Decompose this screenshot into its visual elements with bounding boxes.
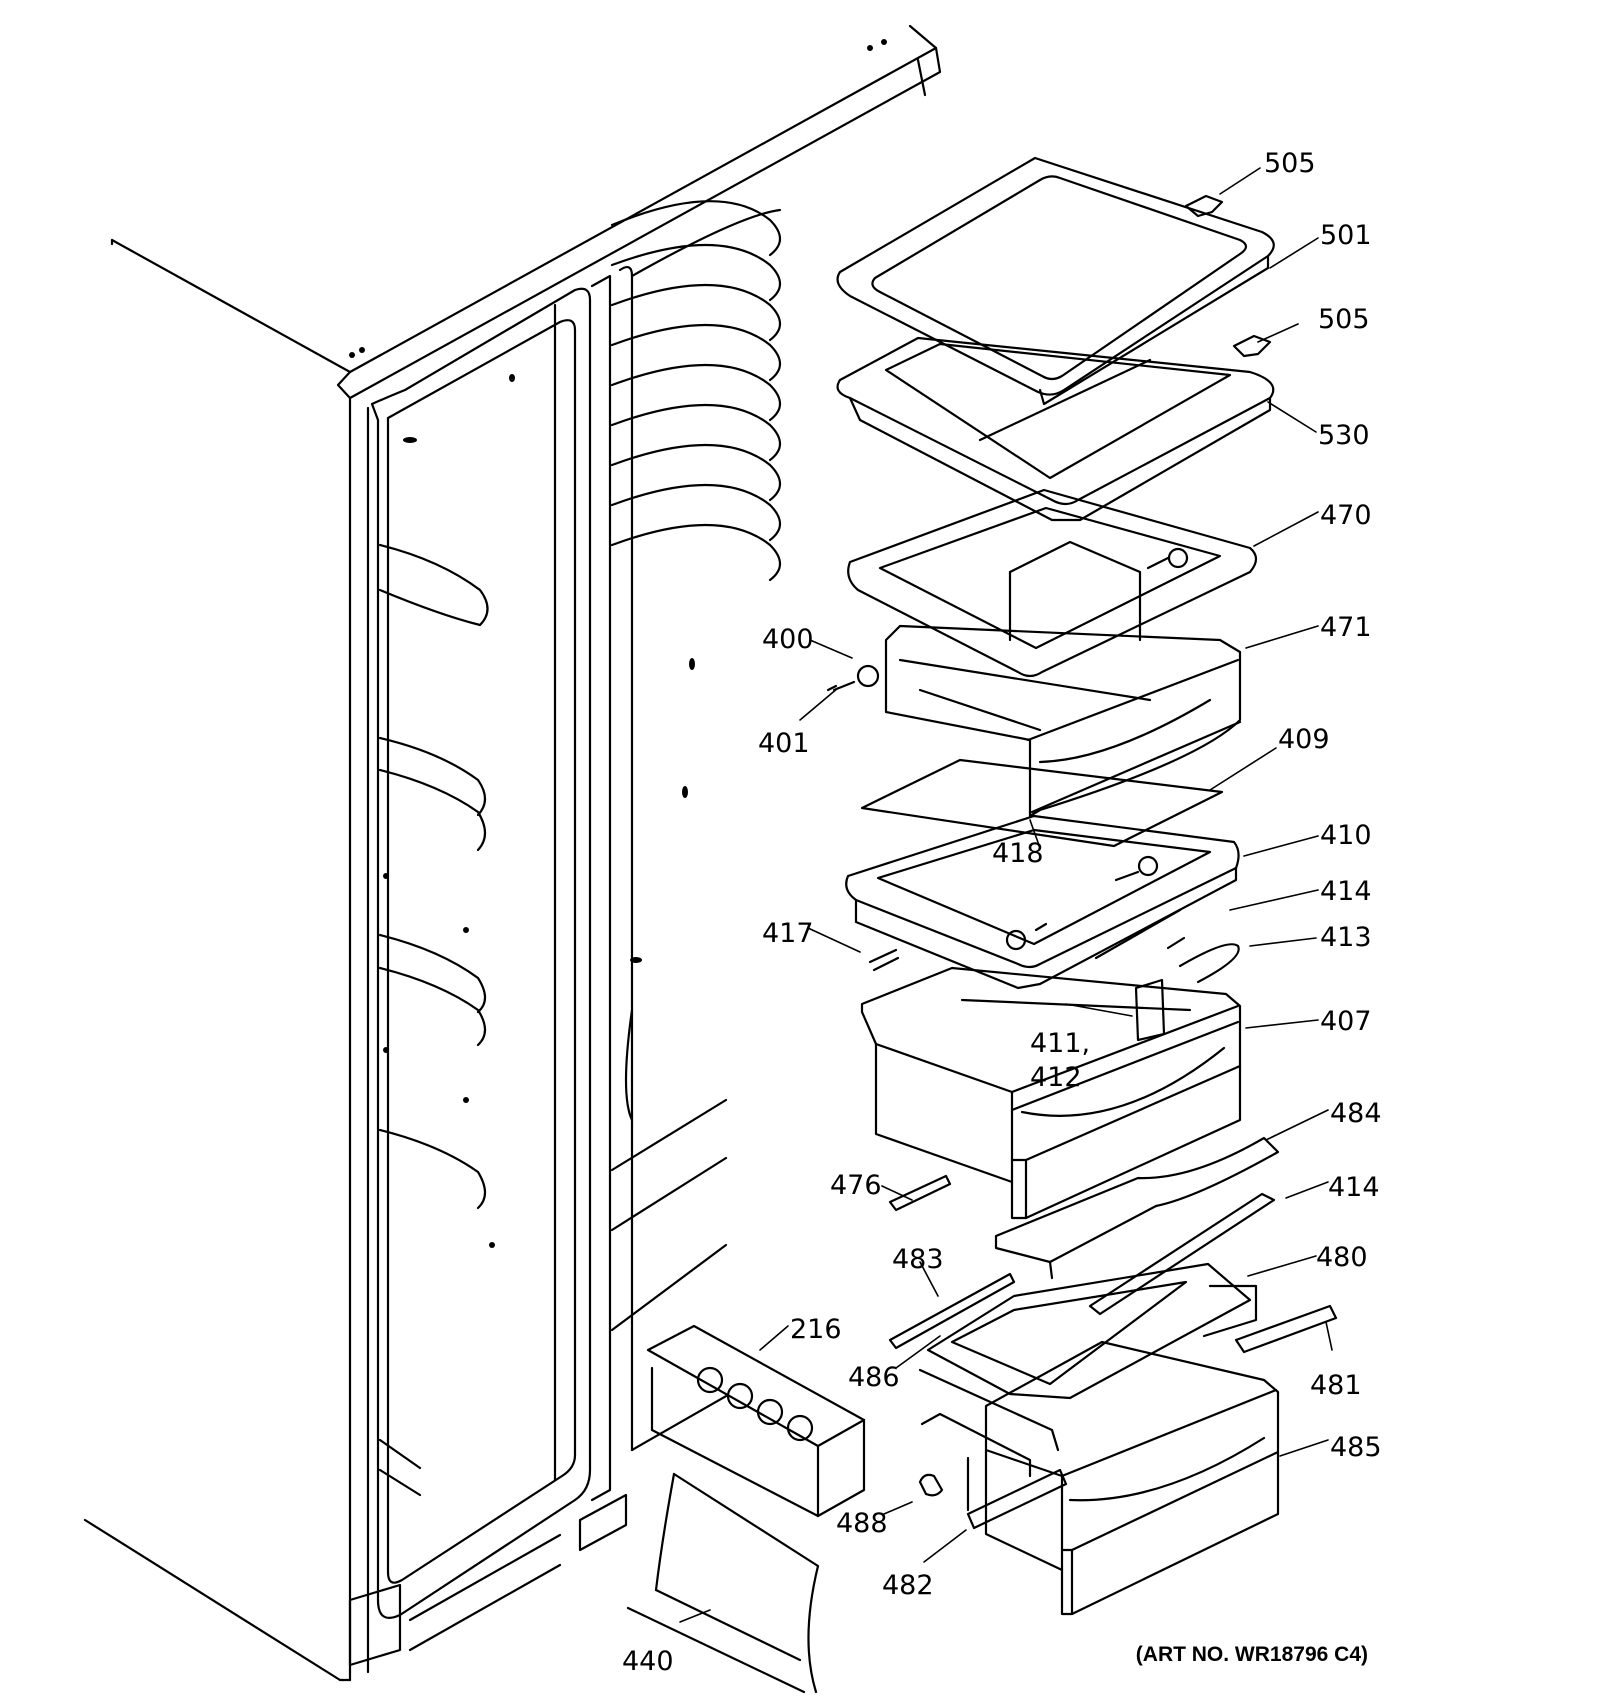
crisper-cover-frame-470 — [847, 488, 1258, 678]
cabinet-holes — [349, 39, 887, 1248]
part-label-400: 400 — [762, 624, 814, 655]
pan-support-frame-410 — [845, 814, 1240, 990]
roller-481 — [1234, 1304, 1338, 1354]
part-label-216: 216 — [790, 1314, 842, 1345]
rail-483 — [888, 1272, 1016, 1350]
roller-400 — [856, 664, 880, 688]
shelf-clip-505-middle — [1232, 334, 1272, 358]
part-label-410: 410 — [1320, 820, 1372, 851]
part-label-407: 407 — [1320, 1006, 1372, 1037]
part-label-505-top: 505 — [1264, 148, 1316, 179]
leader-lines — [679, 167, 1333, 1623]
part-label-471: 471 — [1320, 612, 1372, 643]
refrigerator-cabinet — [83, 24, 942, 1682]
part-label-417: 417 — [762, 918, 814, 949]
humidity-control-411-412 — [1134, 978, 1166, 1042]
part-label-505-middle: 505 — [1318, 304, 1370, 335]
part-label-488: 488 — [836, 1508, 888, 1539]
glass-shelf-501 — [836, 156, 1275, 406]
part-label-501: 501 — [1320, 220, 1372, 251]
drawer-frame-480 — [918, 1262, 1258, 1452]
cover-440 — [626, 1472, 820, 1694]
art-number: (ART NO. WR18796 C4) — [1135, 1643, 1368, 1666]
part-label-486: 486 — [848, 1362, 900, 1393]
part-label-530: 530 — [1318, 420, 1370, 451]
slide-476 — [888, 1174, 952, 1212]
part-label-476: 476 — [830, 1170, 882, 1201]
part-label-440: 440 — [622, 1646, 674, 1677]
part-label-414-lower: 414 — [1328, 1172, 1380, 1203]
shelf-clip-505-top — [1184, 194, 1224, 218]
part-labels: 505 501 505 530 470 471 400 401 409 418 … — [622, 148, 1382, 1677]
screw-401 — [826, 680, 856, 692]
part-label-481: 481 — [1310, 1370, 1362, 1401]
crisper-drawer-485 — [984, 1340, 1280, 1616]
glass-cover-409 — [860, 758, 1224, 848]
part-label-418: 418 — [992, 838, 1044, 869]
part-label-401: 401 — [758, 728, 810, 759]
part-label-470: 470 — [1320, 500, 1372, 531]
knob-488 — [918, 1473, 944, 1497]
part-label-480: 480 — [1316, 1242, 1368, 1273]
storage-bin-216 — [646, 1324, 866, 1518]
roller-482 — [966, 1468, 1068, 1530]
cover-413 — [1178, 943, 1240, 984]
part-label-483: 483 — [892, 1244, 944, 1275]
part-label-485: 485 — [1330, 1432, 1382, 1463]
part-label-482: 482 — [882, 1570, 934, 1601]
crisper-drawer-471 — [884, 624, 1242, 818]
part-label-484: 484 — [1330, 1098, 1382, 1129]
rail-417 — [868, 948, 900, 972]
trim-strip-414 — [1088, 1192, 1276, 1316]
part-label-409: 409 — [1278, 724, 1330, 755]
bracket — [920, 1412, 1032, 1478]
glass-shelf-530 — [836, 336, 1275, 522]
part-label-413: 413 — [1320, 922, 1372, 953]
part-label-412: 412 — [1030, 1062, 1082, 1093]
part-label-411: 411, — [1030, 1028, 1090, 1059]
crisper-drawer-407 — [860, 966, 1242, 1220]
drawer-lid-484 — [994, 1136, 1280, 1264]
part-label-414-upper: 414 — [1320, 876, 1372, 907]
